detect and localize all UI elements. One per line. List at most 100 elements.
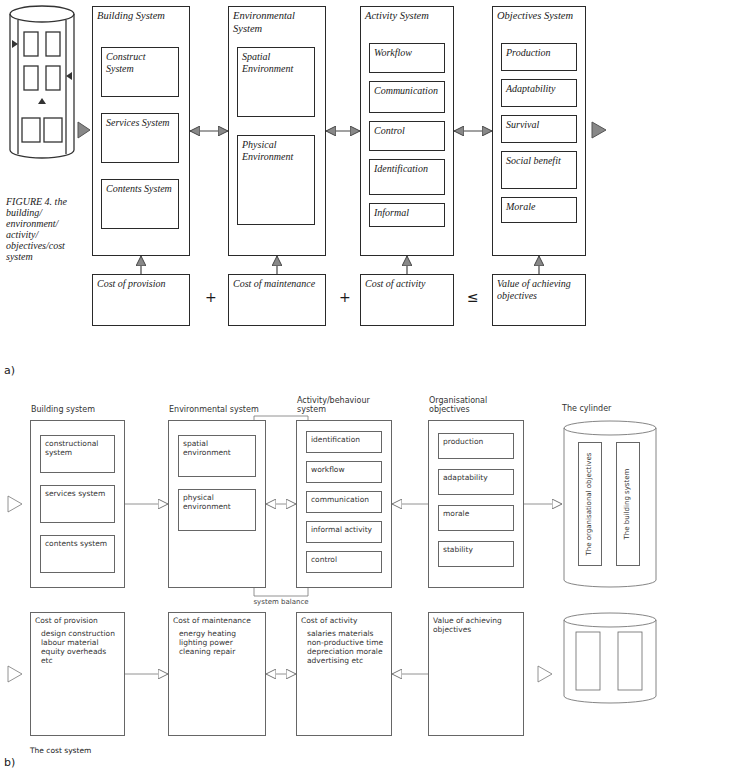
subsystem-box: constructional system [40, 435, 115, 473]
operator: ≤ [467, 289, 483, 305]
system-column: Objectives SystemProductionAdaptabilityS… [492, 6, 586, 256]
cost-box: Value of achieving objectives [428, 612, 524, 736]
section-label: The cost system [30, 746, 130, 755]
node-label: Workflow [374, 47, 440, 59]
node-label: Environmental system [169, 405, 265, 415]
node-label: Value of achieving objectives [433, 616, 519, 634]
node-label: Cost of activity [365, 278, 449, 290]
node-text: energy heating lighting power cleaning r… [173, 629, 261, 656]
connector [326, 130, 360, 131]
node-label: Building System [97, 10, 185, 23]
connector [125, 674, 168, 675]
subsystem-box: Spatial Environment [237, 47, 315, 117]
node-label: workflow [311, 465, 377, 474]
cost-box: Cost of activity salaries materials non-p… [296, 612, 392, 736]
connector [276, 256, 277, 274]
connector [266, 504, 296, 505]
connector [538, 256, 539, 274]
cost-box: Value of achieving objectives [492, 274, 586, 326]
node-label: physical environment [183, 493, 251, 511]
node-label: communication [311, 495, 377, 504]
system-column: Organisational objectivesproductionadapt… [428, 420, 524, 588]
node-label: Control [374, 125, 440, 137]
node-heading: Cost of provision [35, 616, 120, 625]
connector [392, 674, 428, 675]
node-label: informal activity [311, 525, 377, 534]
subsystem-box: Workflow [369, 43, 445, 73]
vertical-panel: The building system [616, 442, 640, 566]
subsystem-box: physical environment [178, 489, 256, 531]
node-label: morale [443, 509, 509, 518]
node-label: Cost of maintenance [233, 278, 321, 290]
cylinder-outline [562, 420, 658, 588]
node-label: Spatial Environment [242, 51, 310, 75]
node-label: control [311, 555, 377, 564]
node-label: Activity System [365, 10, 449, 23]
connector [190, 130, 228, 131]
subsystem-box: workflow [306, 461, 382, 483]
subsystem-box: Adaptability [501, 79, 577, 107]
node-heading: Cost of maintenance [173, 616, 261, 625]
system-column: Activity SystemWorkflowCommunicationCont… [360, 6, 454, 256]
node-label: constructional system [45, 439, 110, 457]
subsystem-box: morale [438, 505, 514, 531]
subsystem-box: contents system [40, 535, 115, 573]
cost-box: Cost of provision [92, 274, 190, 326]
node-label: Survival [506, 119, 572, 131]
node-label: The organisational objectives [579, 443, 601, 565]
cost-box: Cost of provision design construction lab… [30, 612, 125, 736]
connector [125, 504, 168, 505]
subsystem-box: Services System [101, 113, 179, 163]
system-column: Building SystemConstruct SystemServices … [92, 6, 190, 256]
node-label: adaptability [443, 473, 509, 482]
node-label: Building system [31, 405, 124, 415]
system-column: Activity/behaviour systemidentificationw… [296, 420, 392, 588]
subsystem-box: Informal [369, 203, 445, 227]
node-label: Morale [506, 201, 572, 213]
subsystem-box: Identification [369, 159, 445, 195]
node-label: Objectives System [497, 10, 581, 23]
node-text: salaries materials non-productive time d… [301, 629, 387, 665]
node-heading: Cost of activity [301, 616, 387, 625]
connector [266, 674, 296, 675]
node-label: production [443, 437, 509, 446]
node-label: The cylinder [562, 404, 658, 414]
subsystem-box: stability [438, 541, 514, 567]
subsystem-box: services system [40, 485, 115, 523]
node-label: Environmental System [233, 10, 321, 35]
connector [254, 588, 308, 596]
node-label: Cost of provision [97, 278, 185, 290]
cost-box: Cost of maintenance energy heating lighti… [168, 612, 266, 736]
vertical-panel: The organisational objectives [578, 442, 602, 566]
node-label: contents system [45, 539, 110, 548]
part-label: b) [4, 756, 24, 769]
subsystem-box: Social benefit [501, 151, 577, 189]
node-label: Production [506, 47, 572, 59]
subsystem-box: Survival [501, 115, 577, 143]
cost-box: Cost of activity [360, 274, 454, 326]
node-label: Contents System [106, 183, 174, 195]
subsystem-box: production [438, 433, 514, 459]
edge-label: system balance [251, 598, 310, 606]
node-label: Services System [106, 117, 174, 129]
node-label: identification [311, 435, 377, 444]
node-text: design construction labour material equi… [35, 629, 120, 665]
subsystem-box: Control [369, 121, 445, 151]
node-label: Value of achieving objectives [497, 278, 581, 302]
node-label: Adaptability [506, 83, 572, 95]
node-label: Social benefit [506, 155, 572, 167]
node-label: spatial environment [183, 439, 251, 457]
connector [524, 504, 562, 505]
system-column: Environmental systemspatial environmentp… [168, 420, 266, 588]
node-label: Identification [374, 163, 440, 175]
subsystem-box: adaptability [438, 469, 514, 495]
subsystem-box: Morale [501, 197, 577, 223]
node-label: The building system [617, 443, 639, 565]
node-label: services system [45, 489, 110, 498]
subsystem-box: Contents System [101, 179, 179, 229]
system-column: Environmental SystemSpatial EnvironmentP… [228, 6, 326, 256]
subsystem-box: control [306, 551, 382, 573]
node-label: Activity/behaviour system [297, 396, 391, 415]
